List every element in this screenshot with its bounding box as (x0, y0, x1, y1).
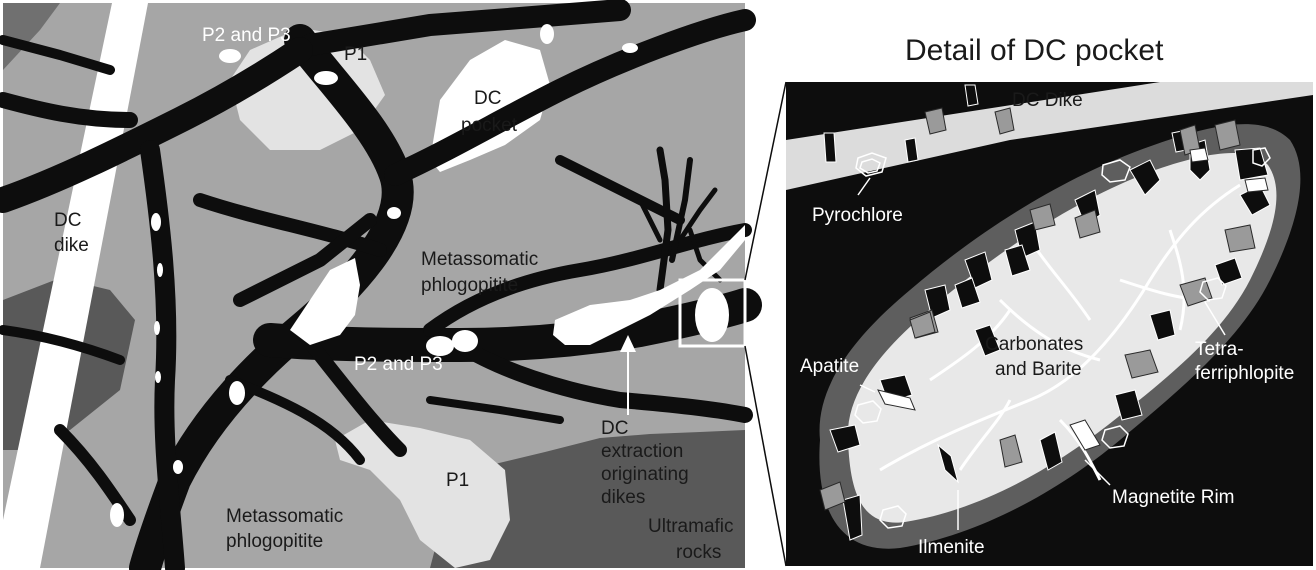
label-p1-bottom: P1 (446, 470, 469, 491)
label-dc-dike-line2: dike (54, 235, 89, 256)
label-metasomatic-mid-line1: Metassomatic (421, 249, 538, 270)
label-carbonates-line1: Carbonates (985, 334, 1083, 355)
pocket (387, 207, 401, 219)
label-dc-pocket-line2: pocket (461, 115, 518, 136)
label-magnetite-rim: Magnetite Rim (1112, 487, 1235, 508)
crystal (1215, 120, 1240, 150)
label-dc-pocket-line1: DC (474, 88, 501, 109)
pocket (540, 24, 554, 44)
pocket (314, 71, 338, 85)
label-tetra-line2: ferriphlopite (1195, 363, 1294, 384)
crystal (1245, 178, 1268, 192)
zoom-connector-lines (745, 82, 786, 566)
pocket (426, 336, 454, 356)
pocket (157, 263, 163, 277)
label-dc-dike-detail: DC Dike (1012, 90, 1083, 111)
label-tetra-line1: Tetra- (1195, 339, 1244, 360)
pocket (622, 43, 638, 53)
pocket (110, 503, 124, 527)
label-metasomatic-bottom-line2: phlogopitite (226, 531, 323, 552)
right-panel-detail: DC Dike Pyrochlore Apatite Carbonates an… (786, 82, 1313, 566)
label-dc-extraction-line1: DC (601, 418, 628, 439)
crystal (1190, 148, 1208, 162)
pocket (151, 213, 161, 231)
pocket (452, 330, 478, 352)
label-p1-top: P1 (344, 44, 367, 65)
label-dc-extraction-line3: originating (601, 464, 689, 485)
label-metasomatic-mid-line2: phlogopitite (421, 275, 518, 296)
label-p2-p3-top: P2 and P3 (202, 25, 291, 46)
label-ilmenite: Ilmenite (918, 537, 985, 558)
label-ultramafic-line2: rocks (676, 542, 721, 563)
pocket (229, 381, 245, 405)
label-dc-extraction-line2: extraction (601, 441, 683, 462)
label-dc-dike-line1: DC (54, 210, 81, 231)
crystal (824, 133, 836, 162)
pocket (173, 460, 183, 474)
label-ultramafic-line1: Ultramafic (648, 516, 734, 537)
pocket (154, 321, 160, 335)
detail-title: Detail of DC pocket (905, 34, 1164, 67)
pocket (155, 371, 161, 383)
label-pyrochlore: Pyrochlore (812, 205, 903, 226)
label-carbonates-line2: and Barite (995, 359, 1082, 380)
pocket (219, 49, 241, 63)
label-p2-p3-mid: P2 and P3 (354, 354, 443, 375)
left-panel-map: P2 and P3 P1 DC pocket DC dike Metassoma… (3, 3, 745, 568)
detail-pocket (695, 288, 729, 342)
crystal (1225, 225, 1255, 252)
label-apatite: Apatite (800, 356, 859, 377)
label-dc-extraction-line4: dikes (601, 487, 645, 508)
label-metasomatic-bottom-line1: Metassomatic (226, 506, 343, 527)
